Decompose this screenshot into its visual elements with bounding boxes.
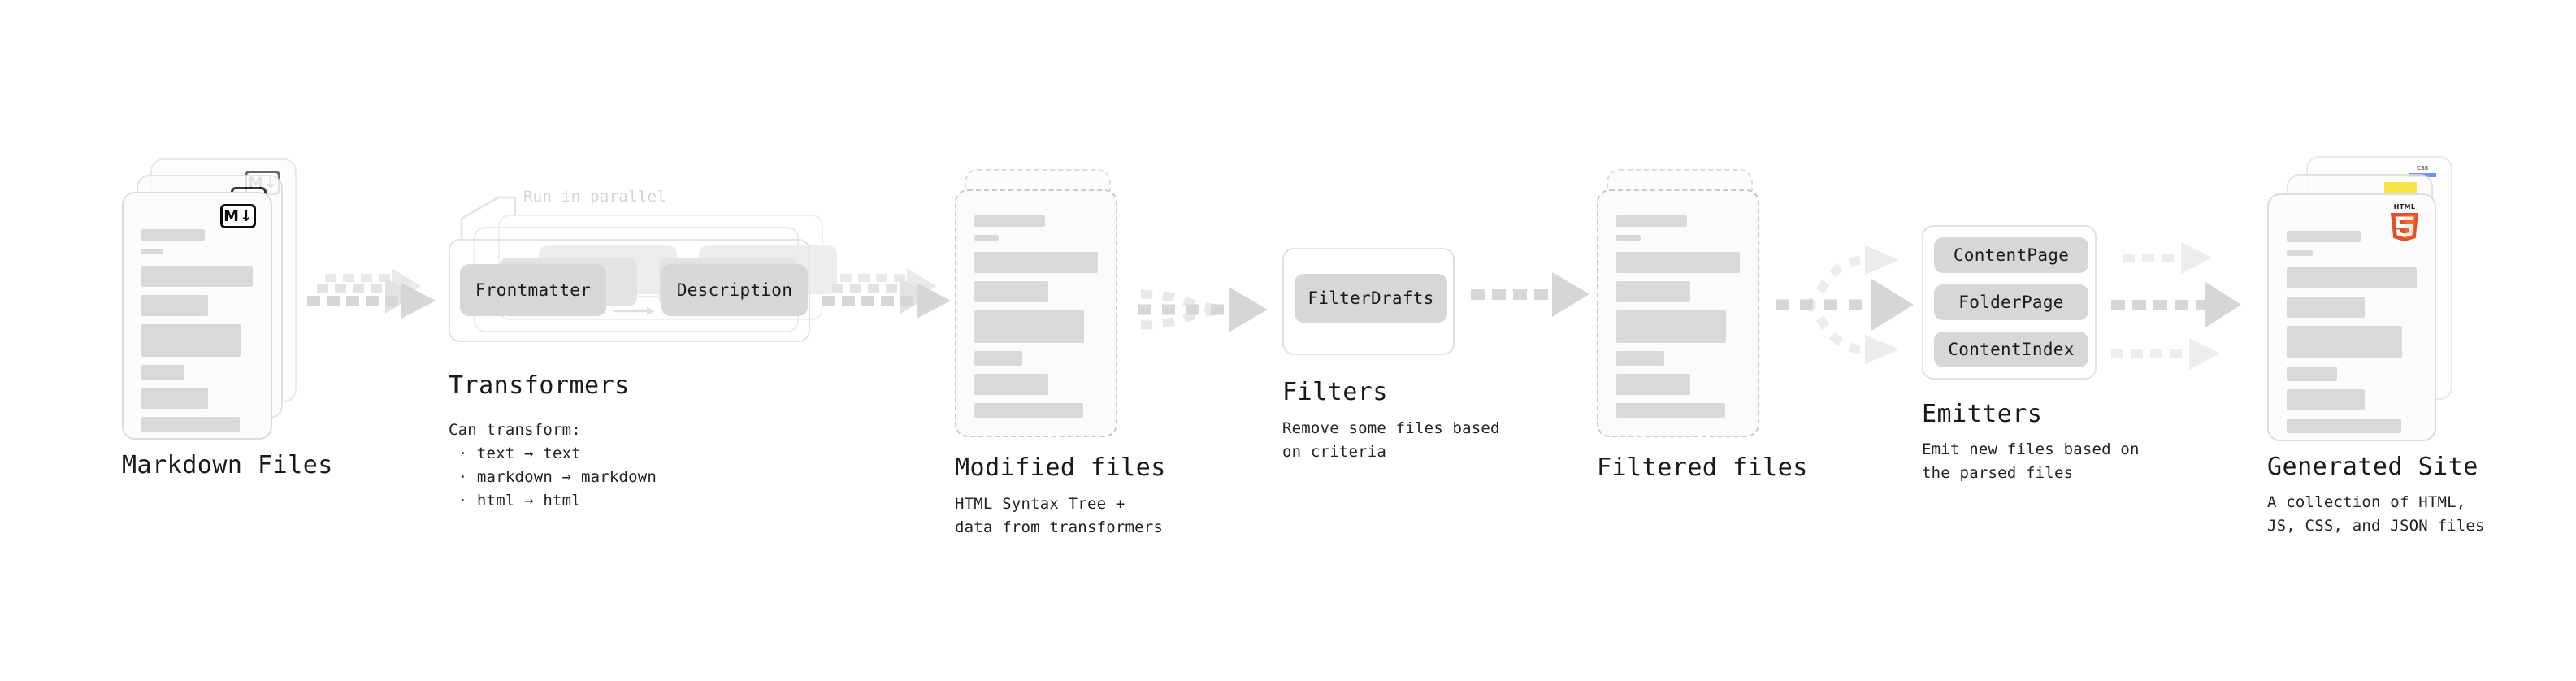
filter-chip-filterdrafts[interactable]: FilterDrafts [1295,274,1447,323]
stage-modified-files: Modified files HTML Syntax Tree + data f… [955,169,1215,536]
file-skeleton [974,215,1098,426]
markdown-badge-letter: M [223,206,239,225]
connector-emitters-to-generated-site [2111,242,2241,370]
run-in-parallel-leader-line [460,196,517,241]
modified-file-stack [955,169,1130,437]
stage-generated-site: CSS HTML 5 [2267,156,2576,535]
css-badge-label: CSS [2416,165,2429,171]
stage-title-filters: Filters [1282,378,1388,406]
connector-transformers-to-modified-files [822,268,951,319]
generated-site-file-stack: CSS HTML 5 [2267,156,2454,441]
markdown-badge: M ↓ [220,204,256,228]
filters-box: FilterDrafts [1282,248,1455,355]
stage-title-modified-files: Modified files [955,453,1166,482]
connector-filtered-files-to-emitters [1776,245,1914,364]
emitter-chip-contentpage[interactable]: ContentPage [1934,237,2088,273]
file-skeleton [2287,231,2417,440]
connector-filters-to-filtered-files [1471,272,1589,317]
file-skeleton [141,229,253,438]
stage-title-markdown-files: Markdown Files [122,451,333,479]
emitter-chip-folderpage[interactable]: FolderPage [1934,284,2088,320]
html5-badge-icon: HTML 5 [2391,203,2418,241]
stage-title-generated-site: Generated Site [2267,453,2478,481]
markdown-file-stack: M ↓ M ↓ M ↓ [122,158,297,440]
transformer-chip-frontmatter[interactable]: Frontmatter [460,264,606,316]
transformer-chip-description[interactable]: Description [661,264,808,316]
stage-subtitle-filters: Remove some files based on criteria [1282,419,1500,461]
stage-subtitle-transformers: Can transform: · text → text · markdown … [449,421,657,510]
stage-filtered-files: Filtered files [1597,169,1857,482]
modified-file-card-front [955,189,1117,437]
filtered-file-stack [1597,169,1772,437]
markdown-file-card-front: M ↓ [122,192,272,440]
transformer-box-front [449,239,810,342]
generated-html-file-card: HTML 5 [2267,193,2436,441]
html5-badge-label: HTML [2394,203,2416,210]
stage-subtitle-modified-files: HTML Syntax Tree + data from transformer… [955,495,1164,536]
connector-modified-files-to-filters [1138,287,1268,332]
file-skeleton [1616,215,1740,426]
emitters-box: ContentPage FolderPage ContentIndex [1922,225,2097,380]
stage-subtitle-generated-site: A collection of HTML, JS, CSS, and JSON … [2267,493,2485,535]
filtered-file-card-front [1597,189,1759,437]
connector-markdown-to-transformers [307,268,436,319]
stage-title-emitters: Emitters [1922,400,2043,428]
stage-title-transformers: Transformers [449,371,630,400]
run-in-parallel-label: Run in parallel [523,188,667,206]
stage-markdown-files: M ↓ M ↓ M ↓ [122,158,382,479]
markdown-badge-arrow-icon: ↓ [240,206,253,225]
emitter-chip-contentindex[interactable]: ContentIndex [1934,332,2088,367]
stage-subtitle-emitters: Emit new files based on the parsed files [1922,440,2140,482]
stage-title-filtered-files: Filtered files [1597,453,1808,482]
html5-badge-wrapper: HTML 5 [2387,202,2422,245]
